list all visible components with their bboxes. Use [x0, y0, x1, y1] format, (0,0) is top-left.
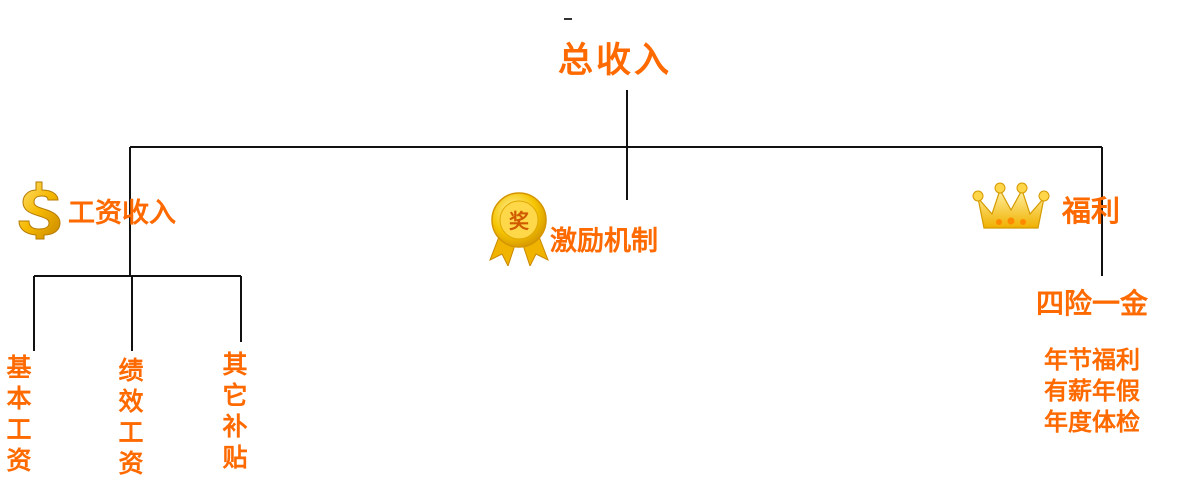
note-annual-checkup: 年度体检	[1044, 408, 1140, 436]
branch-salary-income: 工资收入	[68, 198, 176, 229]
benefits-notes: 年节福利 有薪年假 年度体检	[1044, 345, 1140, 438]
leaf-other-allowance: 其它补贴	[222, 350, 248, 472]
leaf-social-insurance-housing-fund: 四险一金	[1036, 287, 1149, 320]
note-paid-annual-leave: 有薪年假	[1044, 377, 1140, 405]
dollar-icon	[18, 181, 61, 240]
crown-icon	[972, 182, 1050, 229]
leaf-performance-salary: 绩效工资	[118, 356, 144, 478]
stray-mark	[564, 18, 572, 20]
leaf-basic-salary: 基本工资	[6, 353, 32, 475]
note-holiday-benefits: 年节福利	[1044, 346, 1140, 374]
branch-incentive-mechanism: 激励机制	[550, 226, 658, 257]
root-node-total-income: 总收入	[558, 41, 673, 81]
award-medal-icon: 奖	[489, 192, 549, 266]
svg-text:奖: 奖	[509, 209, 530, 233]
branch-benefits: 福利	[1062, 194, 1121, 228]
